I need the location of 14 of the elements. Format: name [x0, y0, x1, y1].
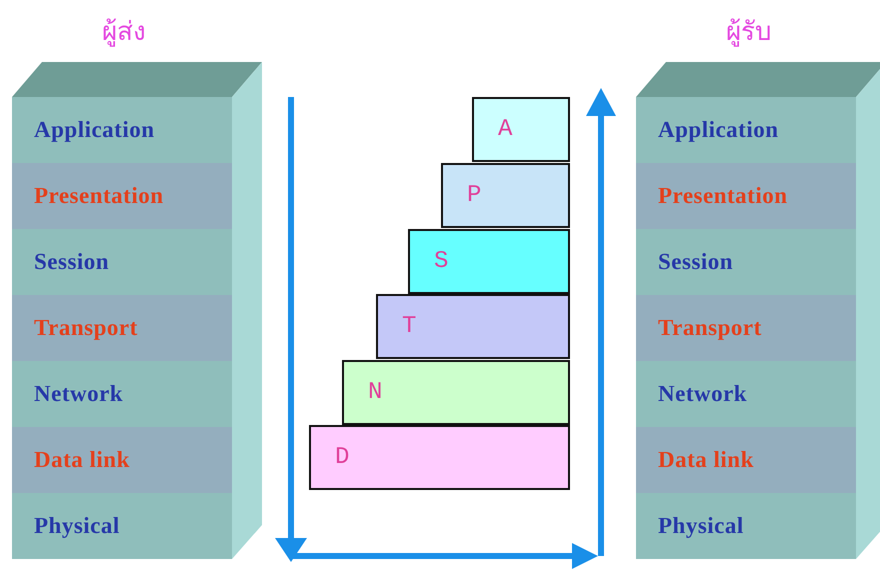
- layer-band: Data link: [636, 427, 856, 493]
- step-box: P: [441, 163, 570, 228]
- step-box: N: [342, 360, 570, 425]
- step-box: T: [376, 294, 570, 359]
- step-box: D: [309, 425, 570, 490]
- stack-heading: ผู้ส่ง: [102, 16, 146, 49]
- layer-band: Presentation: [636, 163, 856, 229]
- layer-band: Data link: [12, 427, 232, 493]
- stack-heading: ผู้รับ: [726, 16, 772, 49]
- step-box: S: [408, 229, 570, 294]
- layer-band: Transport: [636, 295, 856, 361]
- step-box: A: [472, 97, 570, 162]
- layer-band: Transport: [12, 295, 232, 361]
- layer-band: Presentation: [12, 163, 232, 229]
